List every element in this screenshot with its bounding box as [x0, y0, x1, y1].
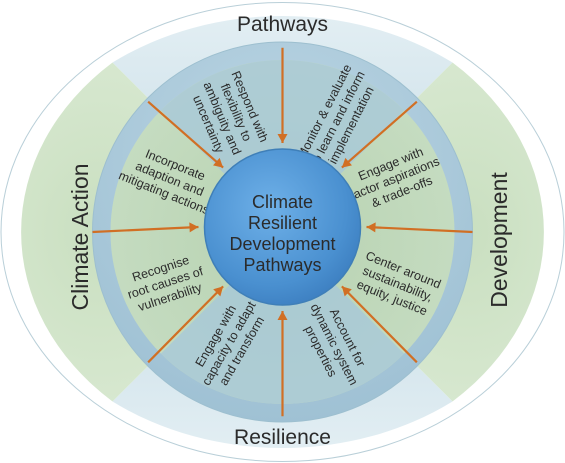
outer-label-bottom: Resilience: [234, 426, 331, 449]
arrow-1: [341, 100, 418, 169]
center-line-1: Climate: [252, 192, 313, 212]
center-circle: [203, 148, 362, 306]
arrow-head-7: [213, 157, 224, 168]
outer-label-left: Climate Action: [67, 163, 93, 310]
arrow-head-2: [366, 222, 376, 233]
center-line-4: Pathways: [243, 255, 321, 275]
arrow-head-6: [189, 222, 199, 233]
arrow-head-4: [277, 311, 288, 320]
arrow-head-5: [213, 286, 224, 297]
arrow-2: [366, 225, 473, 234]
center-line-2: Resilient: [248, 213, 317, 233]
arrow-head-1: [341, 157, 352, 168]
outer-label-top: Pathways: [237, 13, 328, 36]
arrow-6: [92, 225, 199, 234]
arrows-group: [92, 47, 473, 417]
arrow-7: [147, 100, 224, 169]
arrow-head-0: [277, 134, 288, 143]
center-line-3: Development: [229, 234, 335, 254]
arrow-head-3: [341, 286, 352, 297]
arrow-3: [341, 285, 418, 364]
segment-ring-top-tint: [160, 60, 405, 232]
outer-label-right: Development: [486, 172, 512, 308]
arrow-5: [147, 285, 224, 364]
center-title: Climate Resilient Development Pathways: [229, 192, 335, 275]
